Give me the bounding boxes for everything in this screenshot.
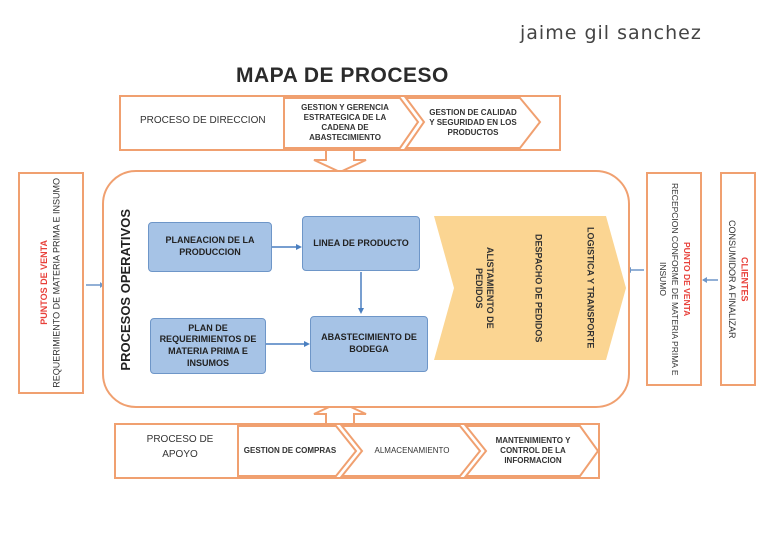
direccion-arrow-1 bbox=[283, 97, 420, 149]
chevron-despacho-label-wrap: DESPACHO DE PEDIDOS bbox=[516, 226, 560, 350]
apoyo-arrow-1 bbox=[237, 425, 358, 477]
apoyo-arrow-3 bbox=[463, 425, 600, 477]
direccion-arrow-2 bbox=[404, 97, 542, 149]
panel-punto-title: PUNTO DE VENTA bbox=[681, 241, 692, 317]
box-abastecimiento: ABASTECIMIENTO DE BODEGA bbox=[310, 316, 428, 372]
down-arrow-direccion bbox=[313, 149, 367, 174]
panel-clientes: CLIENTES CONSUMIDOR A FINALIZAR bbox=[720, 172, 756, 386]
chevron-logistica bbox=[542, 216, 626, 360]
box-planeacion: PLANEACION DE LA PRODUCCION bbox=[148, 222, 272, 272]
chevron-logistica-label-wrap: LOGISTICA Y TRANSPORTE bbox=[568, 226, 612, 350]
direccion-item-1: GESTION Y GERENCIA ESTRATEGICA DE LA CAD… bbox=[301, 103, 389, 142]
chevron-alistamiento-label: ALISTAMIENTO DE PEDIDOS bbox=[474, 247, 495, 329]
panel-clientes-text: CONSUMIDOR A FINALIZAR bbox=[727, 219, 737, 339]
panel-clientes-title: CLIENTES bbox=[739, 256, 750, 302]
direccion-item-2: GESTION DE CALIDAD Y SEGURIDAD EN LOS PR… bbox=[429, 108, 517, 137]
direccion-label: PROCESO DE DIRECCION bbox=[140, 115, 266, 126]
chevron-despacho-label: DESPACHO DE PEDIDOS bbox=[533, 233, 544, 343]
apoyo-label: PROCESO DE APOYO bbox=[146, 434, 214, 460]
author-signature: jaime gil sanchez bbox=[520, 22, 702, 44]
page-title: MAPA DE PROCESO bbox=[236, 64, 449, 87]
panel-puntos-de-venta: PUNTOS DE VENTA REQUERIMIENTO DE MATERIA… bbox=[18, 172, 84, 394]
chevron-logistica-label: LOGISTICA Y TRANSPORTE bbox=[585, 227, 596, 349]
apoyo-arrow-2 bbox=[339, 425, 482, 477]
panel-punto-de-venta: PUNTO DE VENTA RECEPCION CONFORME DE MAT… bbox=[646, 172, 702, 386]
apoyo-item-1: GESTION DE COMPRAS bbox=[243, 446, 337, 455]
chevron-alistamiento-label-wrap: ALISTAMIENTO DE PEDIDOS bbox=[462, 226, 506, 350]
up-arrow-apoyo bbox=[313, 400, 367, 425]
box-linea-producto: LINEA DE PRODUCTO bbox=[302, 216, 420, 271]
box-plan-requerimientos: PLAN DE REQUERIMIENTOS DE MATERIA PRIMA … bbox=[150, 318, 266, 374]
apoyo-item-3: MANTENIMIENTO Y CONTROL DE LA INFORMACIO… bbox=[495, 436, 571, 465]
panel-punto-text: RECEPCION CONFORME DE MATERIA PRIMA E IN… bbox=[658, 182, 680, 376]
apoyo-item-2: ALMACENAMIENTO bbox=[374, 446, 450, 455]
